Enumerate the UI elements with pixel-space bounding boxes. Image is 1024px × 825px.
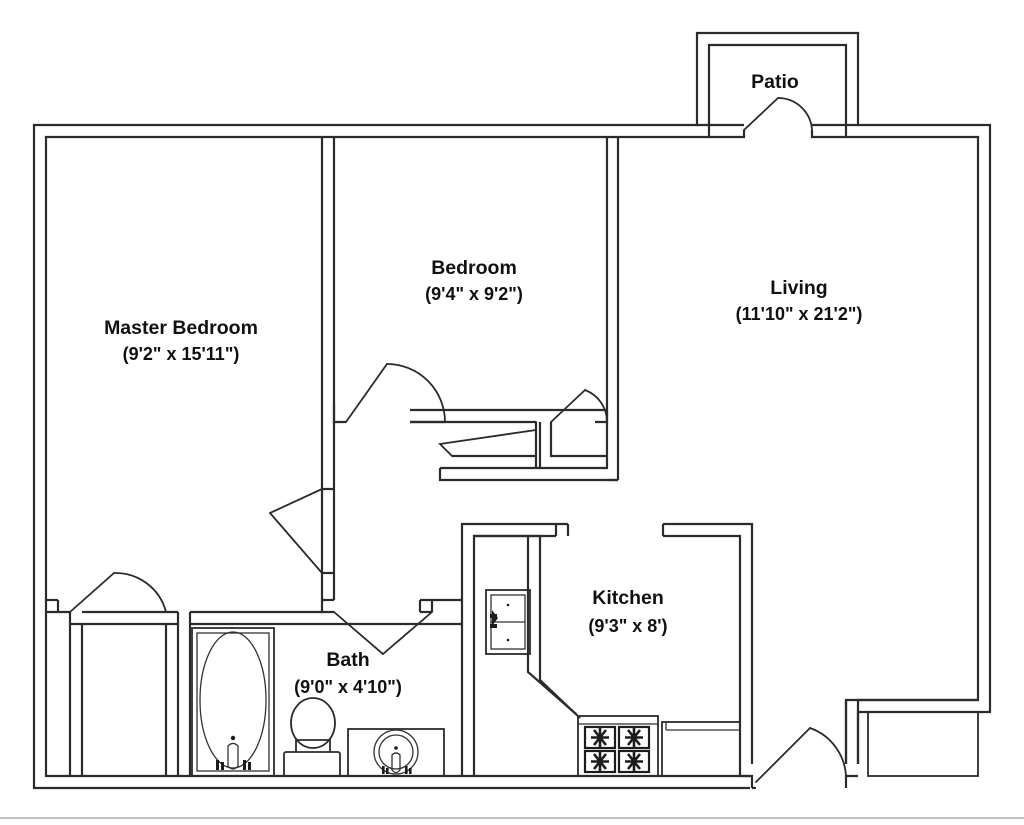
kitchen-sink-counter	[661, 721, 741, 777]
bedroom-door	[332, 363, 446, 424]
refrigerator	[485, 589, 531, 655]
bathtub	[191, 627, 275, 777]
master-bedroom-door	[269, 487, 334, 575]
entry-door	[740, 727, 862, 790]
vanity-sink	[347, 728, 445, 777]
wall-bedroom-living	[605, 137, 620, 482]
master-closet	[46, 572, 180, 776]
wall-master-bedroom-bedroom	[320, 137, 336, 602]
living-alcove	[844, 698, 979, 777]
range-stove	[577, 715, 659, 777]
bedroom-closet-swing	[550, 389, 609, 424]
toilet	[283, 697, 341, 777]
hall-door-lower	[320, 598, 462, 655]
bedroom-closet-walls	[410, 408, 618, 482]
kitchen-walls	[460, 522, 754, 776]
patio-door	[697, 97, 858, 144]
stove-burners	[583, 725, 651, 774]
bathroom-walls	[188, 610, 476, 776]
